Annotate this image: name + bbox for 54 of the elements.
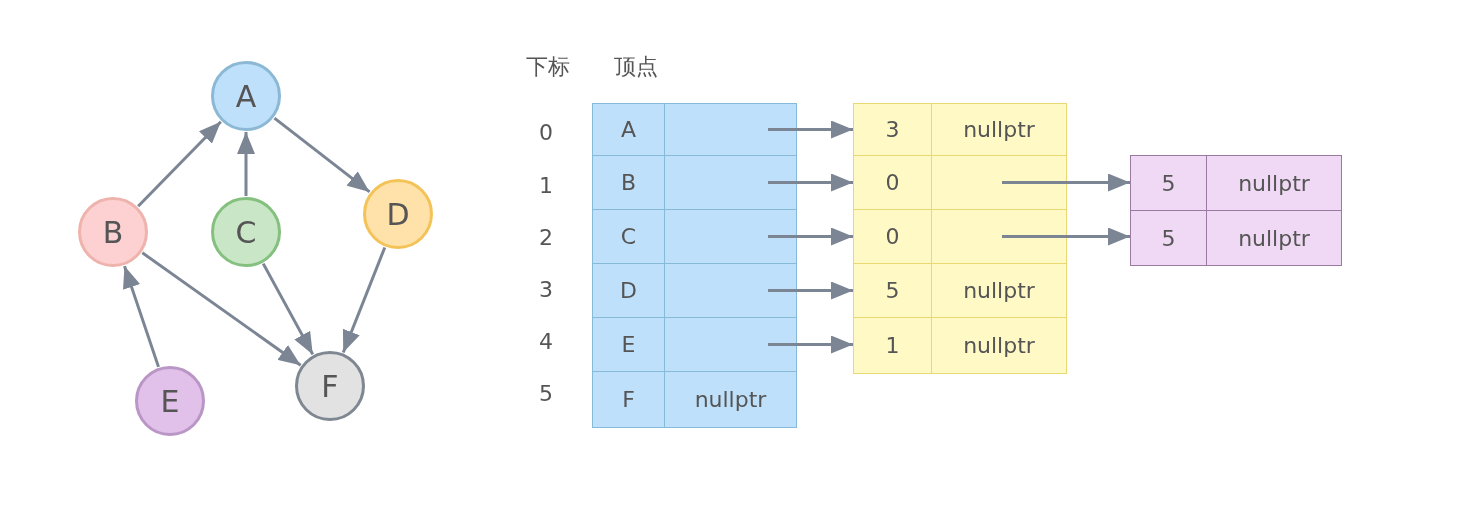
- vertex-cell: B: [592, 155, 665, 210]
- pointer-cell: [664, 317, 797, 372]
- pointer-cell: nullptr: [1206, 210, 1342, 266]
- row-index: 1: [539, 172, 553, 198]
- row-index: 4: [539, 328, 553, 354]
- vertex-circle: A: [211, 61, 281, 131]
- index-cell: 0: [853, 209, 932, 264]
- index-cell: 5: [1130, 155, 1207, 211]
- row-index: 0: [539, 119, 553, 145]
- pointer-cell: nullptr: [931, 317, 1067, 374]
- pointer-cell: [664, 209, 797, 264]
- vertex-circle: D: [363, 179, 433, 249]
- arrow: [768, 173, 853, 192]
- pointer-cell: nullptr: [1206, 155, 1342, 211]
- index-cell: 5: [1130, 210, 1207, 266]
- column-header: 顶点: [614, 53, 658, 81]
- vertex-circle: F: [295, 351, 365, 421]
- arrow: [141, 251, 302, 367]
- pointer-cell: [664, 155, 797, 210]
- arrow: [137, 120, 222, 208]
- vertex-cell: D: [592, 263, 665, 318]
- pointer-cell: [664, 103, 797, 156]
- arrow: [341, 246, 387, 354]
- row-index: 3: [539, 276, 553, 302]
- vertex-cell: E: [592, 317, 665, 372]
- vertex-cell: A: [592, 103, 665, 156]
- arrow: [768, 335, 853, 354]
- vertex-cell: F: [592, 371, 665, 428]
- arrow: [1002, 173, 1130, 192]
- pointer-cell: [931, 209, 1067, 264]
- pointer-cell: nullptr: [931, 263, 1067, 318]
- vertex-circle: B: [78, 197, 148, 267]
- pointer-cell: nullptr: [664, 371, 797, 428]
- vertex-circle: E: [135, 366, 205, 436]
- index-cell: 3: [853, 103, 932, 156]
- row-index: 5: [539, 380, 553, 406]
- arrow: [768, 227, 853, 246]
- index-cell: 1: [853, 317, 932, 374]
- index-cell: 5: [853, 263, 932, 318]
- column-header: 下标: [526, 53, 570, 81]
- arrow: [1002, 227, 1130, 246]
- row-index: 2: [539, 224, 553, 250]
- index-cell: 0: [853, 155, 932, 210]
- arrow: [261, 262, 315, 356]
- vertex-circle: C: [211, 197, 281, 267]
- arrow: [768, 120, 853, 139]
- arrow: [123, 265, 160, 368]
- pointer-cell: [931, 155, 1067, 210]
- pointer-cell: nullptr: [931, 103, 1067, 156]
- arrow: [768, 281, 853, 300]
- arrow: [237, 132, 255, 196]
- arrow: [273, 116, 371, 194]
- pointer-cell: [664, 263, 797, 318]
- vertex-cell: C: [592, 209, 665, 264]
